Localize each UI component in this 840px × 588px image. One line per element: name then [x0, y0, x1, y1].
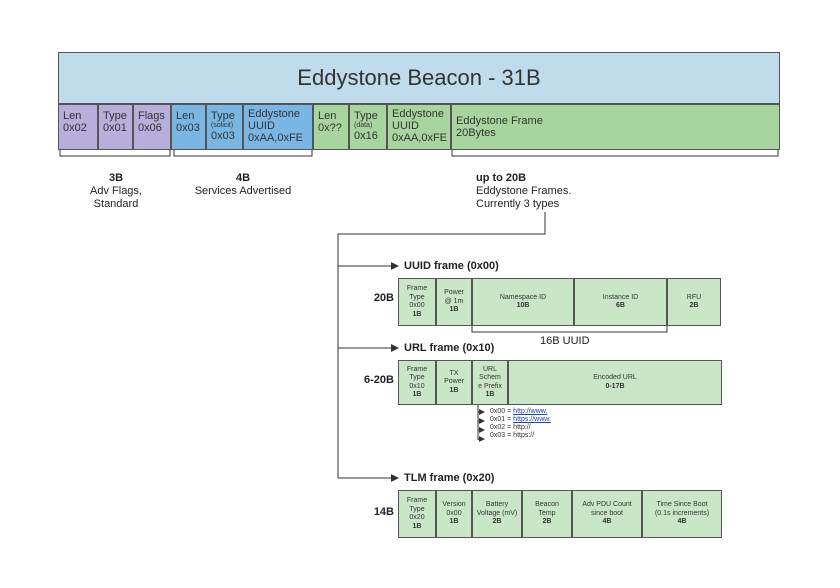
- url-frame-title: URL frame (0x10): [404, 342, 495, 354]
- uuid-size-label: 16B UUID: [540, 335, 590, 347]
- url-frame-size: 6-20B: [364, 374, 394, 386]
- list-item: 0x00 = http://www.: [490, 408, 548, 415]
- diagram-title: Eddystone Beacon - 31B: [58, 52, 780, 104]
- cell-note: (data): [354, 122, 373, 129]
- cell-value: 0x16: [354, 130, 378, 142]
- group-size: 3B: [108, 172, 124, 184]
- tlm-frame-size: 14B: [373, 506, 394, 518]
- cell-label: Eddystone: [248, 108, 300, 120]
- cell-len-services: Len 0x03: [171, 104, 206, 150]
- cell-value: 0xAA,0xFE: [392, 132, 448, 144]
- cell-uuid-frame: Eddystone UUID 0xAA,0xFE: [387, 104, 451, 150]
- url-scheme-list: 0x00 = http://www. 0x01 = https://www. 0…: [490, 408, 551, 440]
- group-services: 4B Services Advertised: [170, 172, 316, 198]
- bracket-frames: [451, 150, 779, 157]
- group-desc: Currently 3 types: [476, 198, 560, 210]
- group-desc: Standard: [93, 198, 139, 210]
- cell-label: Flags: [138, 110, 165, 122]
- group-desc: Services Advertised: [194, 185, 292, 197]
- group-size: up to 20B: [476, 172, 527, 184]
- cell-value: 20Bytes: [456, 127, 496, 139]
- cell-value: 0x02: [63, 122, 87, 134]
- cell-label: Type: [103, 110, 127, 122]
- cell-len-frame: Len 0x??: [313, 104, 349, 150]
- cell-label: Len: [318, 110, 337, 122]
- list-item: 0x02 = http://: [490, 424, 531, 431]
- cell-label: Len: [63, 110, 82, 122]
- group-adv-flags: 3B Adv Flags, Standard: [60, 172, 172, 211]
- cell-type-data: Type (data) 0x16: [349, 104, 387, 150]
- bracket-services: [173, 150, 313, 157]
- list-item: 0x01 = https://www.: [490, 416, 551, 423]
- cell-type-solicit: Type (solicit) 0x03: [206, 104, 243, 150]
- bracket-adv-flags: [59, 150, 171, 157]
- bracket-uuid: [471, 326, 668, 333]
- uid-frame-size: 20B: [373, 292, 394, 304]
- scheme-link[interactable]: http://www.: [513, 408, 548, 415]
- cell-value: 0x03: [211, 130, 235, 142]
- cell-uuid-services: Eddystone UUID 0xAA,0xFE: [243, 104, 313, 150]
- cell-label: UUID: [392, 120, 419, 132]
- cell-len-flags: Len 0x02: [58, 104, 98, 150]
- cell-label: Type: [211, 110, 235, 122]
- cell-label: Eddystone: [392, 108, 444, 120]
- cell-value: 0xAA,0xFE: [248, 132, 304, 144]
- group-frames: up to 20B Eddystone Frames. Currently 3 …: [476, 172, 616, 211]
- tlm-uptime-box: Time Since Boot(0.1s increments)4B: [642, 490, 722, 538]
- cell-label: Eddystone Frame: [456, 115, 543, 127]
- group-desc: Adv Flags,: [90, 185, 142, 197]
- group-size: 4B: [235, 172, 251, 184]
- cell-label: Len: [176, 110, 195, 122]
- scheme-link[interactable]: https://www.: [513, 416, 551, 423]
- cell-label: UUID: [248, 120, 275, 132]
- uid-frame-title: UUID frame (0x00): [404, 260, 499, 272]
- cell-eddystone-frame: Eddystone Frame 20Bytes: [451, 104, 780, 150]
- cell-note: (solicit): [211, 122, 234, 129]
- cell-value: 0x03: [176, 122, 200, 134]
- cell-flags: Flags 0x06: [133, 104, 171, 150]
- tlm-frame-title: TLM frame (0x20): [404, 472, 495, 484]
- cell-label: Type: [354, 110, 378, 122]
- cell-value: 0x06: [138, 122, 162, 134]
- group-desc: Eddystone Frames.: [476, 185, 572, 197]
- cell-type-flags: Type 0x01: [98, 104, 133, 150]
- list-item: 0x03 = https://: [490, 432, 535, 439]
- cell-value: 0x??: [318, 122, 342, 134]
- cell-value: 0x01: [103, 122, 127, 134]
